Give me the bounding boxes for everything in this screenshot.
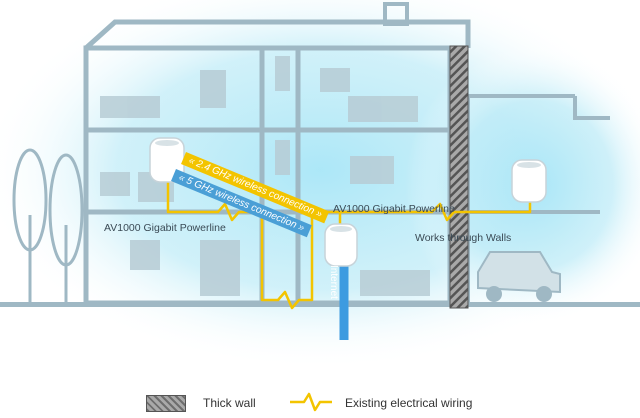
works-through-walls-label: Works through Walls <box>415 232 512 244</box>
internet-label: Internet <box>328 265 339 299</box>
av1000-right-label: AV1000 Gigabit Powerline <box>333 203 455 215</box>
ground <box>0 302 640 307</box>
tree-icon <box>12 148 84 302</box>
legend-thick-wall-label: Thick wall <box>203 396 256 410</box>
av1000-left-label: AV1000 Gigabit Powerline <box>104 222 226 234</box>
thick-wall-swatch <box>146 395 186 412</box>
thick-wall <box>449 45 469 309</box>
electrical-wiring <box>166 178 532 310</box>
wiring-swatch-icon <box>290 392 332 412</box>
legend-wiring-label: Existing electrical wiring <box>345 396 473 410</box>
legend: Thick wall Existing electrical wiring <box>0 385 640 418</box>
car-icon <box>477 251 561 302</box>
